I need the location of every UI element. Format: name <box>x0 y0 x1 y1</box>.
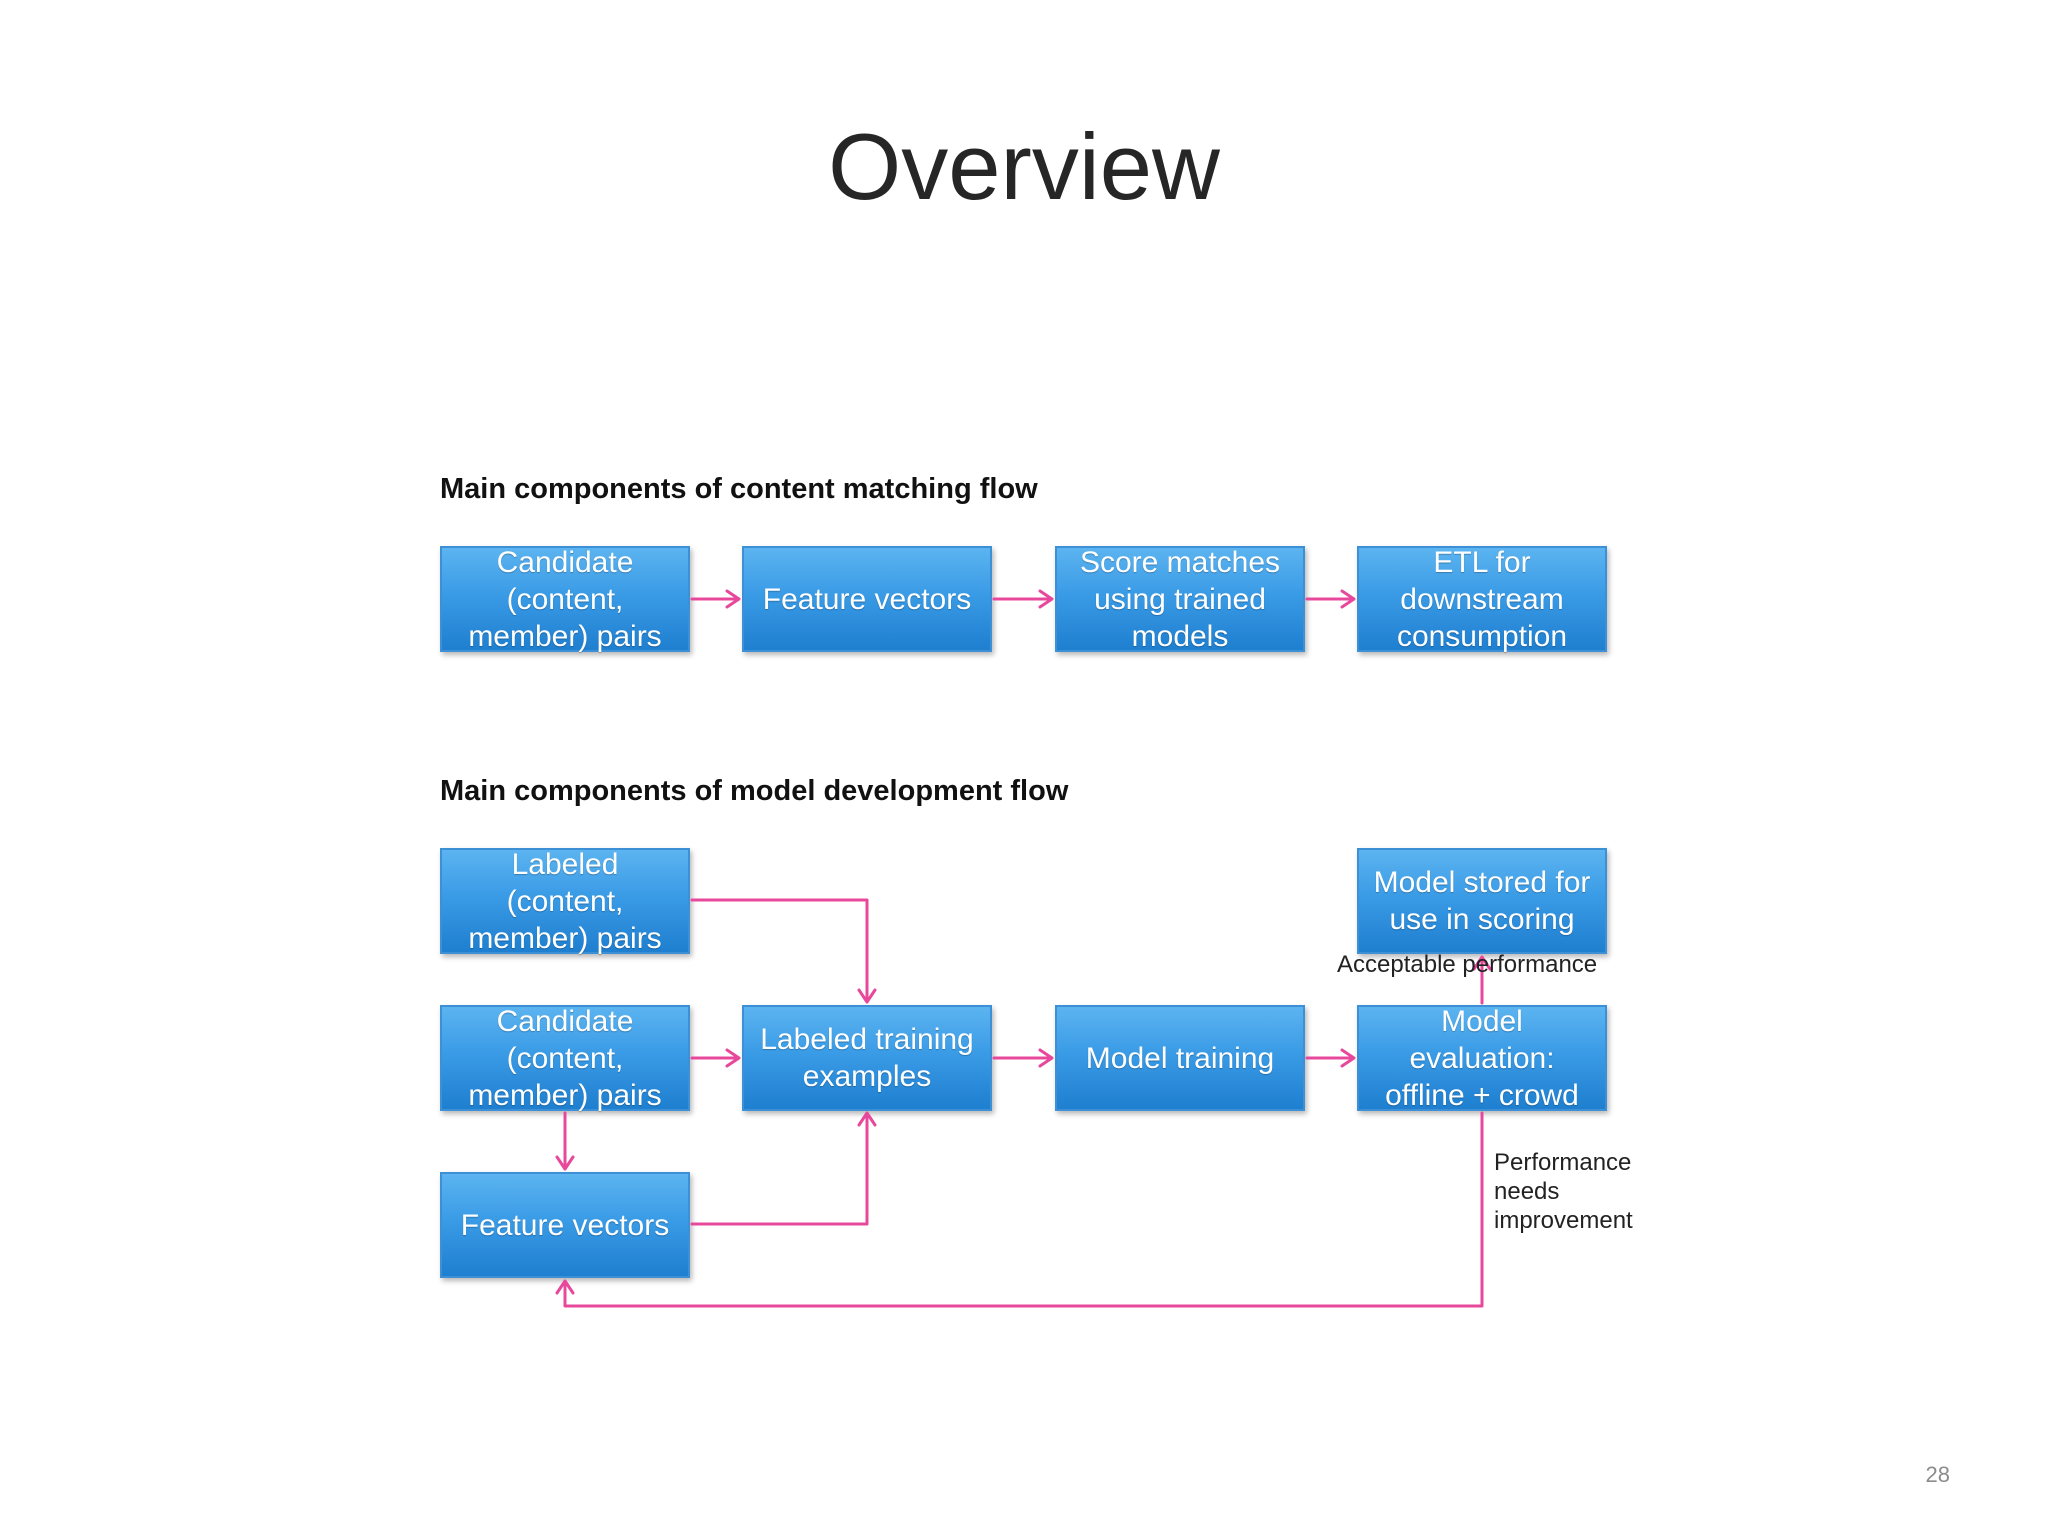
feature-vectors-box: Feature vectors <box>742 546 992 652</box>
labeled-pairs-box: Labeled (content, member) pairs <box>440 848 690 955</box>
arrow-labeled-to-training <box>690 898 869 1003</box>
performance-needs-improvement-label: Performance needs improvement <box>1494 1149 1633 1234</box>
arrow-features-to-training <box>690 1112 869 1226</box>
content-flow-heading: Main components of content matching flow <box>440 473 1038 505</box>
arrowhead-features-to-training <box>857 1111 877 1127</box>
model-training-box: Model training <box>1055 1005 1305 1111</box>
arrowhead-model-to-evaluation <box>1340 1048 1356 1068</box>
arrowhead-candidate-to-features <box>725 589 741 609</box>
candidate-pairs-box: Candidate (content, member) pairs <box>440 546 690 653</box>
etl-box: ETL for downstream consumption <box>1357 546 1607 653</box>
arrowhead-feedback-loop <box>555 1279 575 1295</box>
arrowhead-training-to-model <box>1038 1048 1054 1068</box>
score-matches-box: Score matches using trained models <box>1055 546 1305 653</box>
candidate-pairs-box-2: Candidate (content, member) pairs <box>440 1005 690 1112</box>
model-stored-box: Model stored for use in scoring <box>1357 848 1607 954</box>
page-number: 28 <box>1925 1462 1950 1487</box>
labeled-training-examples-box: Labeled training examples <box>742 1005 992 1111</box>
arrowhead-candidate-to-features-down <box>555 1155 575 1171</box>
arrowhead-labeled-to-training <box>857 988 877 1004</box>
arrowhead-candidate-to-training <box>725 1048 741 1068</box>
arrowhead-score-to-etl <box>1340 589 1356 609</box>
arrowhead-evaluation-to-stored <box>1472 955 1492 971</box>
model-evaluation-box: Model evaluation: offline + crowd <box>1357 1005 1607 1112</box>
acceptable-performance-label: Acceptable performance <box>1337 951 1598 978</box>
arrow-feedback-loop <box>563 1111 1484 1308</box>
arrowhead-features-to-score <box>1038 589 1054 609</box>
model-flow-heading: Main components of model development flo… <box>440 775 1069 807</box>
slide-title: Overview <box>828 114 1220 219</box>
feature-vectors-box-2: Feature vectors <box>440 1172 690 1278</box>
